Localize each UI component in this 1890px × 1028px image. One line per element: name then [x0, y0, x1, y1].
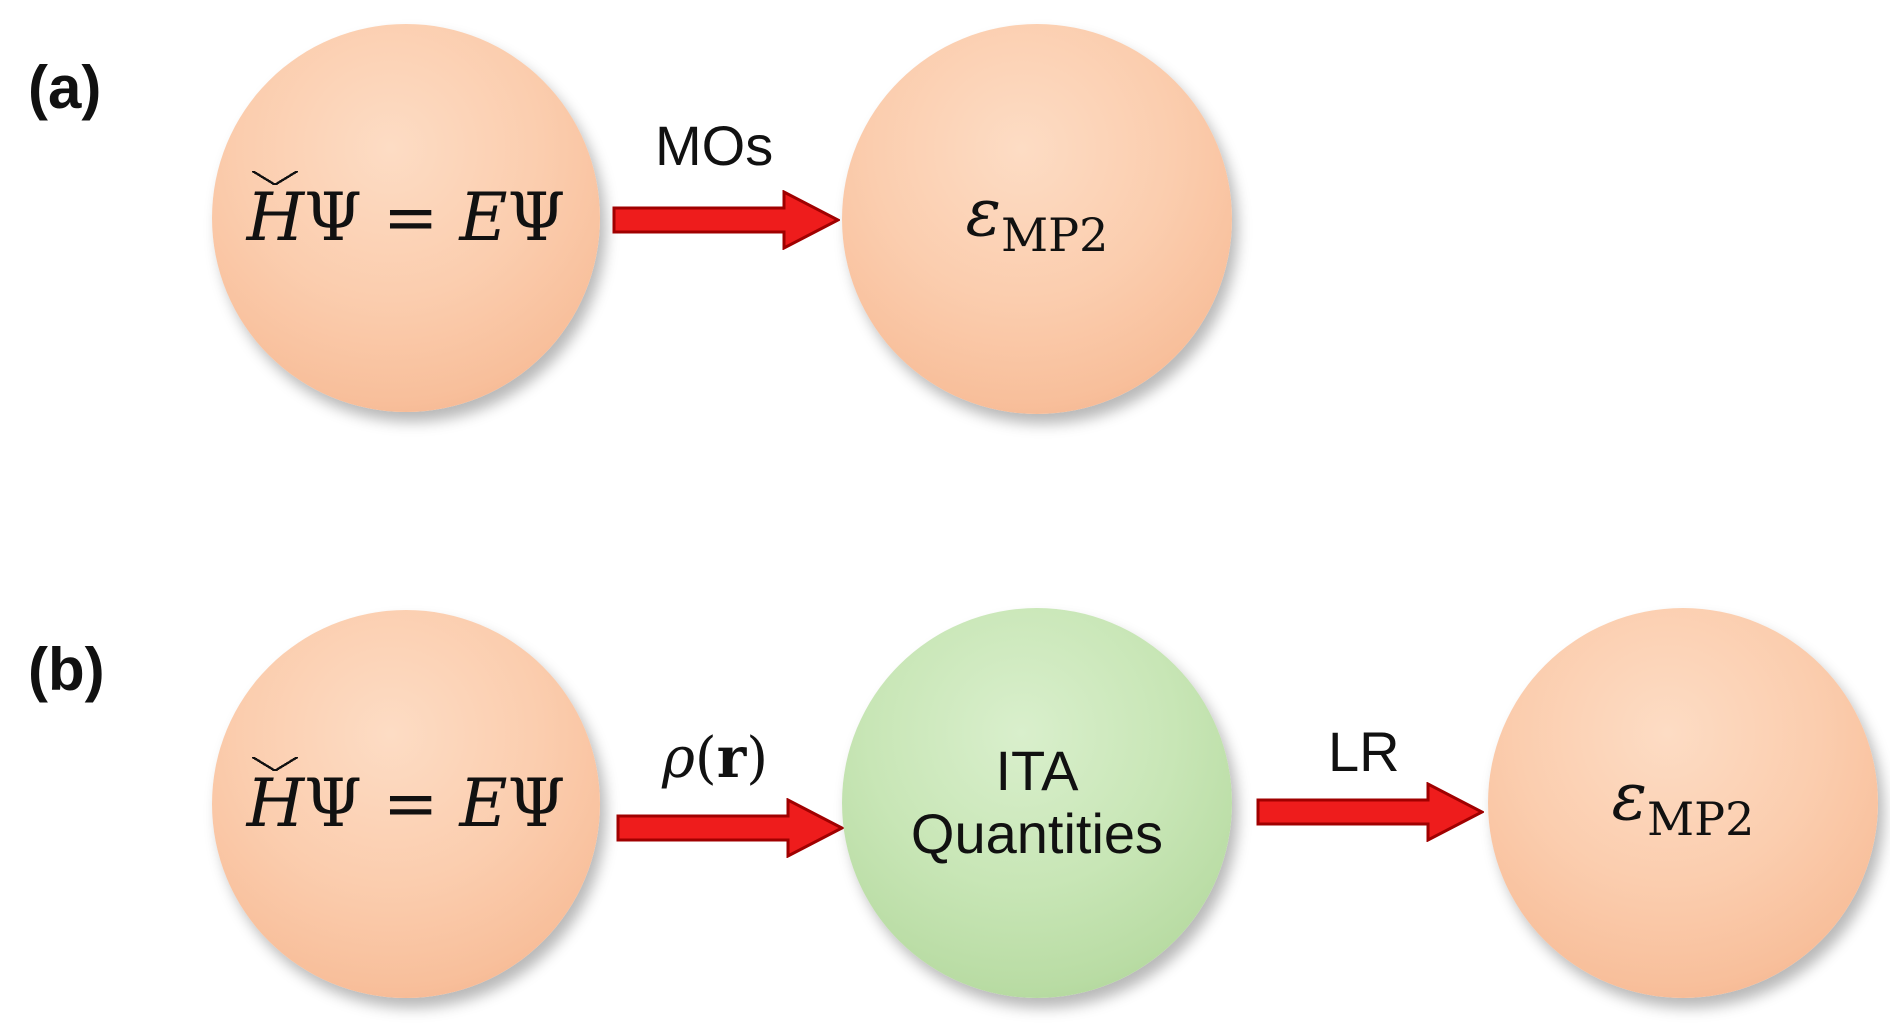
energy-symbol: E [459, 179, 508, 256]
panel-b-arrow1-label: ρ(r) [662, 730, 768, 787]
panel-a-emp2-node: εMP2 [842, 24, 1232, 414]
emp2-symbol: εMP2 [966, 179, 1109, 258]
close-paren: ) [746, 726, 769, 791]
psi-symbol: Ψ [304, 765, 363, 842]
arrow-shape [616, 798, 844, 858]
position-vector-r: r [716, 725, 747, 791]
schrodinger-equation: HΨ = EΨ [246, 757, 565, 842]
open-paren: ( [694, 726, 717, 791]
panel-b-arrow2-label: LR [1328, 720, 1400, 783]
schrodinger-equation: HΨ = EΨ [246, 171, 565, 256]
energy-symbol: E [459, 765, 508, 842]
panel-b-label: (b) [28, 636, 105, 703]
ita-quantities-text: ITA Quantities [911, 740, 1163, 865]
panel-a-arrow-label: MOs [655, 114, 774, 177]
arrow-shape [612, 190, 840, 250]
equals-sign: = [383, 765, 439, 842]
arrow-shape [1256, 782, 1484, 842]
panel-a-schrodinger-node: HΨ = EΨ [212, 24, 600, 412]
panel-b-arrow-lr [1256, 782, 1484, 842]
panel-b-emp2-node: εMP2 [1488, 608, 1878, 998]
panel-a-label: (a) [28, 54, 102, 121]
epsilon-symbol: ε [1611, 757, 1648, 835]
rho-symbol: ρ [662, 726, 695, 791]
psi-symbol: Ψ [507, 179, 566, 256]
hamiltonian-operator: H [246, 171, 305, 256]
hamiltonian-operator: H [246, 757, 305, 842]
ita-line2: Quantities [910, 802, 1164, 865]
emp2-symbol: εMP2 [1612, 763, 1755, 842]
mp2-subscript: MP2 [1647, 792, 1755, 847]
ita-line1: ITA [995, 739, 1079, 803]
panel-b-arrow-density [616, 798, 844, 858]
panel-a-arrow-mos [612, 190, 840, 250]
psi-symbol: Ψ [304, 179, 363, 256]
panel-b-schrodinger-node: HΨ = EΨ [212, 610, 600, 998]
mp2-subscript: MP2 [1001, 208, 1109, 263]
epsilon-symbol: ε [965, 173, 1002, 251]
panel-b-ita-node: ITA Quantities [842, 608, 1232, 998]
psi-symbol: Ψ [507, 765, 566, 842]
equals-sign: = [383, 179, 439, 256]
